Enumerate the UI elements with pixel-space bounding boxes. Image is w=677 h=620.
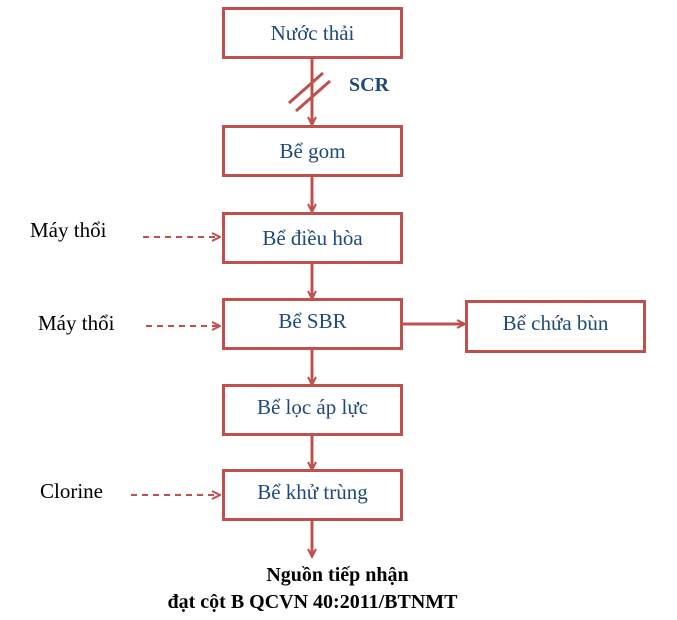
node-nuoc-thai-label: Nước thải bbox=[270, 20, 355, 45]
output-receiving-source: Nguồn tiếp nhận bbox=[266, 564, 409, 586]
screen-mark-1 bbox=[288, 71, 324, 105]
node-be-dieu-hoa: Bể điều hòa bbox=[222, 212, 403, 264]
node-be-khu-trung: Bể khử trùng bbox=[222, 469, 403, 521]
node-nuoc-thai: Nước thải bbox=[222, 7, 403, 59]
input-label-clorine: Clorine bbox=[40, 479, 103, 503]
node-be-gom: Bể gom bbox=[222, 125, 403, 177]
node-be-sbr: Bể SBR bbox=[222, 298, 403, 350]
output-standard: đạt cột B QCVN 40:2011/BTNMT bbox=[167, 591, 458, 613]
node-be-chua-bun: Bể chứa bùn bbox=[465, 300, 646, 353]
screen-mark-2 bbox=[295, 79, 331, 113]
node-be-sbr-label: Bể SBR bbox=[278, 308, 347, 333]
node-be-loc-ap-luc-label: Bể lọc áp lực bbox=[256, 394, 369, 419]
node-be-gom-label: Bể gom bbox=[279, 138, 346, 163]
node-be-chua-bun-label: Bể chứa bùn bbox=[502, 311, 609, 335]
screen-label: SCR bbox=[349, 74, 390, 96]
node-be-dieu-hoa-label: Bể điều hòa bbox=[262, 225, 363, 250]
input-label-may-thoi-2: Máy thổi bbox=[38, 311, 115, 335]
node-be-khu-trung-label: Bể khử trùng bbox=[257, 479, 368, 504]
node-be-loc-ap-luc: Bể lọc áp lực bbox=[222, 384, 403, 436]
input-label-may-thoi-1: Máy thổi bbox=[30, 218, 107, 242]
